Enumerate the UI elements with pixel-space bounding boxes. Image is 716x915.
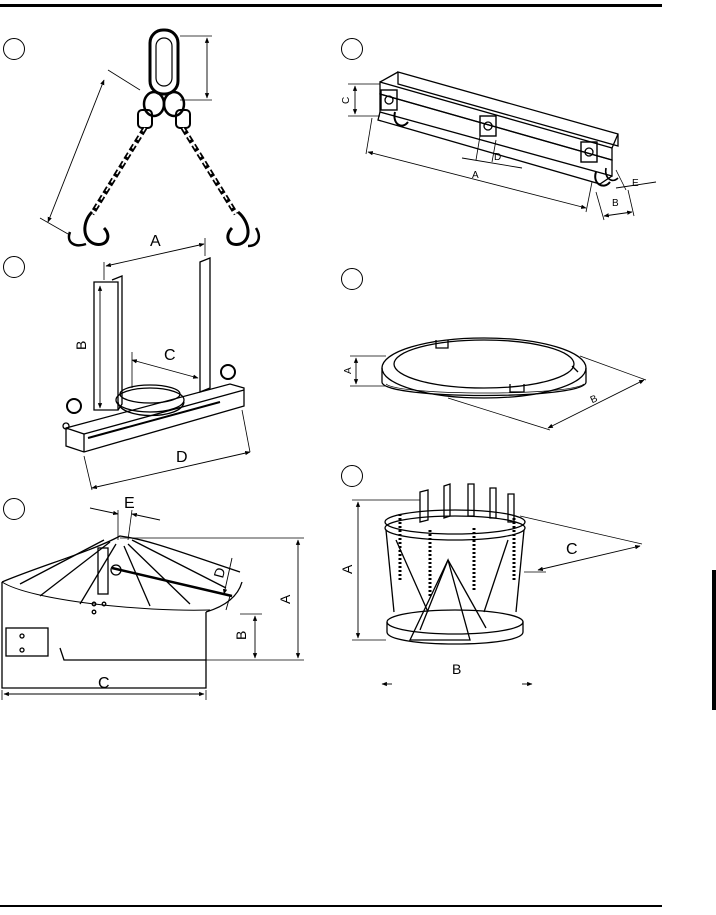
figure-marker-1 (3, 38, 25, 60)
ring-label-b: B (589, 393, 600, 406)
cage-frame-label-c: C (566, 541, 578, 558)
lifting-beam-drawing (348, 71, 657, 221)
lifting-beam-label-c: C (341, 97, 352, 104)
conical-weight-label-c: C (98, 675, 110, 692)
bottom-rule (0, 905, 662, 907)
figure-marker-5 (3, 498, 25, 520)
conical-weight-label-b: B (233, 631, 249, 640)
cage-frame-label-a: A (339, 564, 355, 574)
conical-weight-label-a: A (277, 594, 293, 604)
cage-frame-label-b: B (452, 661, 461, 677)
figure-marker-3 (3, 256, 25, 278)
lifting-beam-label-b: B (612, 198, 619, 209)
top-rule (0, 4, 662, 7)
fork-lift-attachment-drawing (62, 238, 251, 491)
fork-lift-label-b: B (73, 341, 89, 350)
fork-lift-label-c: C (164, 347, 176, 364)
fork-lift-label-d: D (176, 449, 188, 466)
conical-weight-label-d: D (210, 566, 228, 580)
fork-lift-label-a: A (150, 233, 161, 250)
conical-weight-drawing (1, 507, 304, 700)
ring-label-a: A (343, 367, 354, 374)
ring-drawing (350, 337, 647, 431)
cage-frame-drawing (352, 483, 643, 687)
conical-weight-label-e: E (124, 495, 135, 512)
figure-marker-4 (341, 268, 363, 290)
chain-sling-drawing (39, 28, 260, 248)
lifting-beam-label-e: E (632, 178, 639, 189)
lifting-beam-label-a: A (472, 170, 479, 181)
lifting-beam-label-d: D (494, 152, 501, 163)
page-edge-tab (712, 570, 716, 710)
figure-marker-6 (341, 465, 363, 487)
figure-marker-2 (341, 38, 363, 60)
